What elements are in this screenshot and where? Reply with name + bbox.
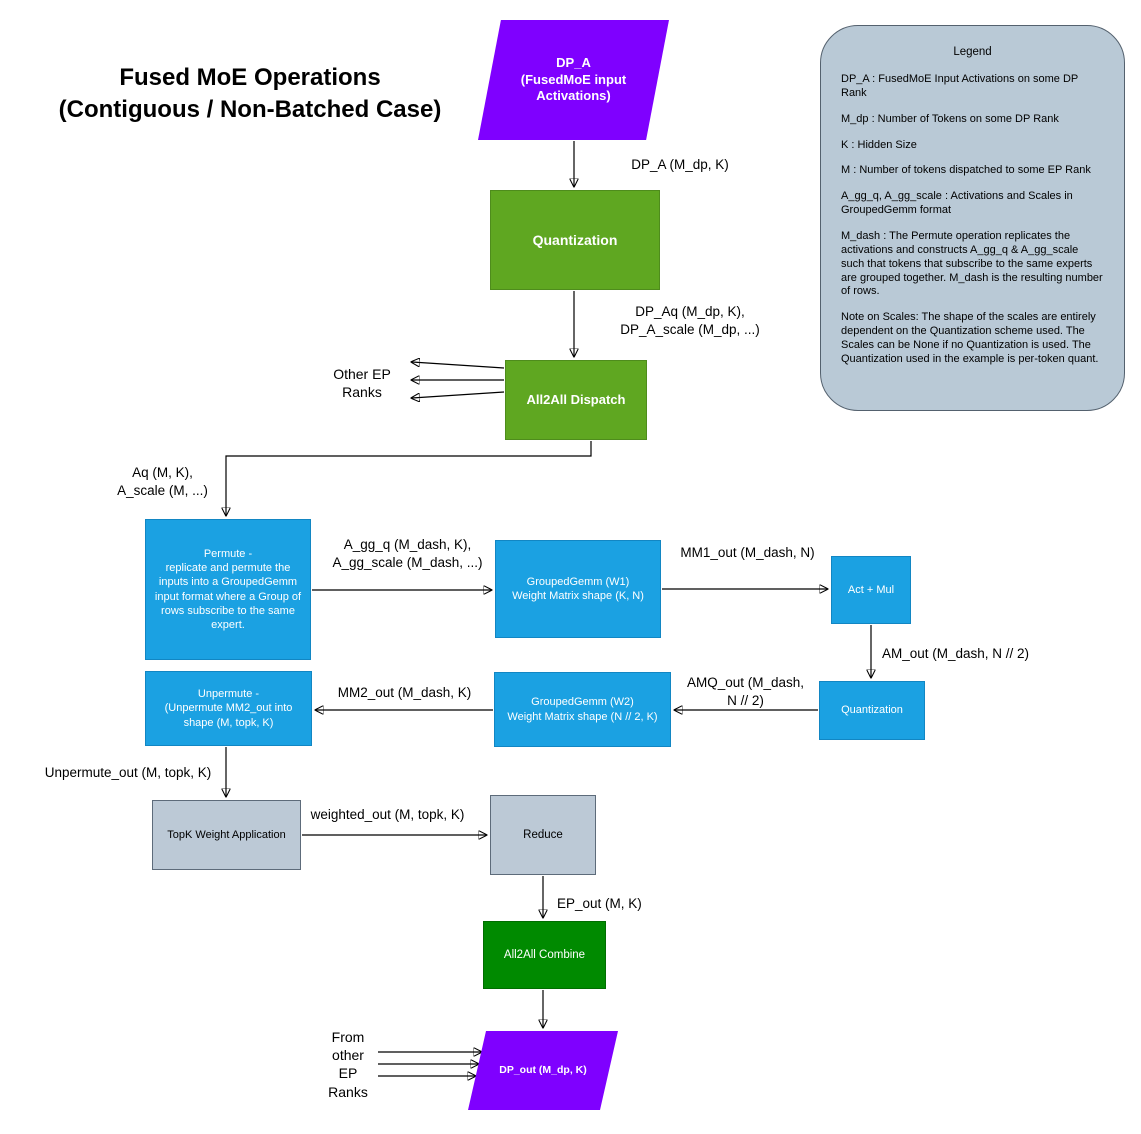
all2all-combine-node: All2All Combine <box>483 921 606 989</box>
permute-node: Permute - replicate and permute the inpu… <box>145 519 311 660</box>
legend-item-mdp: M_dp : Number of Tokens on some DP Rank <box>841 112 1059 125</box>
from-other-ep-ranks-label: From other EP Ranks <box>328 1029 368 1100</box>
legend-item-mdash: M_dash : The Permute operation replicate… <box>841 230 1103 298</box>
legend-item-agg: A_gg_q, A_gg_scale : Activations and Sca… <box>841 190 1073 217</box>
legend-title: Legend <box>953 46 992 58</box>
other-ep-ranks-label: Other EP Ranks <box>333 366 391 401</box>
edge-label-permute-to-gg1: A_gg_q (M_dash, K), A_gg_scale (M_dash, … <box>332 537 483 570</box>
dpout-node: DP_out (M_dp, K) <box>468 1031 618 1110</box>
edge-label-gg1-to-actmul: MM1_out (M_dash, N) <box>680 545 815 560</box>
arrow-dispatch-to-permute <box>226 441 592 515</box>
edge-label-gg2-to-unpermute: MM2_out (M_dash, K) <box>337 685 472 700</box>
quantization2-node: Quantization <box>819 681 925 740</box>
arrow-dispatch-to-other-ep-1 <box>412 362 505 369</box>
unpermute-node: Unpermute - (Unpermute MM2_out into shap… <box>145 671 312 746</box>
edge-label-topk-to-reduce: weighted_out (M, topk, K) <box>310 807 465 822</box>
edge-label-quant-to-dispatch: DP_Aq (M_dp, K), DP_A_scale (M_dp, ...) <box>620 304 760 337</box>
edge-label-dispatch-to-permute: Aq (M, K), A_scale (M, ...) <box>117 465 208 498</box>
legend-item-scales-note: Note on Scales: The shape of the scales … <box>841 311 1099 365</box>
grouped-gemm-w1-node: GroupedGemm (W1) Weight Matrix shape (K,… <box>495 540 661 638</box>
edge-label-reduce-to-combine: EP_out (M, K) <box>557 896 642 911</box>
quantization-node: Quantization <box>490 190 660 290</box>
edge-label-dpa-to-quant: DP_A (M_dp, K) <box>631 157 729 172</box>
arrow-dispatch-to-other-ep-3 <box>412 391 505 398</box>
edge-label-quant2-to-gg2: AMQ_out (M_dash, N // 2) <box>686 675 805 708</box>
legend-box: Legend DP_A : FusedMoE Input Activations… <box>820 25 1125 411</box>
all2all-dispatch-node: All2All Dispatch <box>505 360 647 440</box>
reduce-node: Reduce <box>490 795 596 875</box>
legend-item-dpa: DP_A : FusedMoE Input Activations on som… <box>841 73 1079 99</box>
legend-item-k: K : Hidden Size <box>841 138 917 151</box>
edge-label-unpermute-out: Unpermute_out (M, topk, K) <box>44 765 212 780</box>
act-mul-node: Act + Mul <box>831 556 911 624</box>
diagram-title: Fused MoE Operations (Contiguous / Non-B… <box>58 64 442 124</box>
edge-label-actmul-to-quant2: AM_out (M_dash, N // 2) <box>882 646 1030 661</box>
grouped-gemm-w2-node: GroupedGemm (W2) Weight Matrix shape (N … <box>494 672 671 747</box>
topk-weight-application-node: TopK Weight Application <box>152 800 301 870</box>
legend-item-m: M : Number of tokens dispatched to some … <box>841 164 1091 177</box>
dpa-input-node: DP_A (FusedMoE input Activations) <box>478 20 669 140</box>
